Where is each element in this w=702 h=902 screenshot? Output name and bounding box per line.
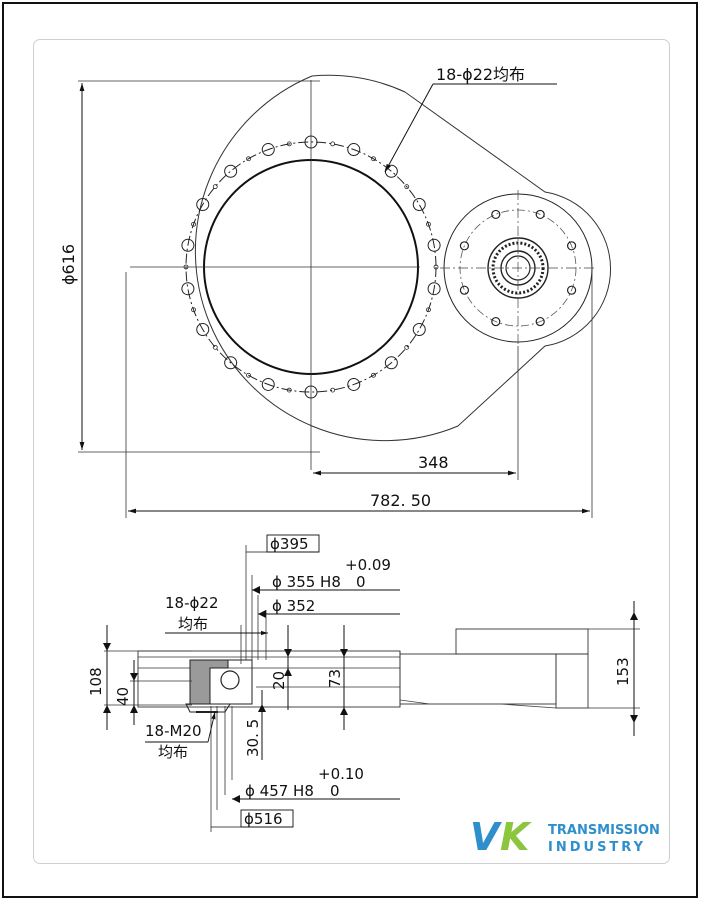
flange-holes	[459, 209, 577, 327]
diameter-616-label: ϕ616	[59, 244, 78, 285]
bolt-hole	[181, 282, 195, 296]
flange-hole	[491, 316, 501, 327]
h153-label: 153	[614, 657, 632, 686]
bolt-hole	[196, 198, 210, 211]
bolt-hole	[224, 356, 238, 370]
d352-label: ϕ 352	[272, 597, 315, 615]
bolt-holes	[181, 135, 441, 399]
flange-hole	[566, 285, 577, 295]
flange-hole	[491, 209, 501, 220]
logo-line2: INDUSTRY	[548, 840, 646, 855]
bolt-hole	[347, 143, 361, 157]
tapped-hole	[426, 307, 431, 313]
h20-label: 20	[270, 671, 288, 690]
tapped-hole	[246, 372, 251, 378]
dim-348-label: 348	[418, 453, 449, 472]
tapped-hole	[286, 387, 292, 393]
bolt-hole	[261, 377, 275, 391]
d355-tol-upper: +0.09	[345, 556, 391, 574]
tapped-hole	[191, 221, 196, 227]
d457-label: ϕ 457 H8	[245, 782, 314, 800]
flange-hole	[566, 241, 577, 251]
bolt-hole	[347, 377, 361, 391]
tapped-hole	[426, 221, 431, 227]
bolt-hole	[181, 238, 195, 252]
flange-hole	[459, 241, 470, 251]
hole-callout-side-1: 18-ϕ22	[165, 594, 218, 612]
h30-5-label: 30. 5	[244, 719, 262, 757]
d395-label: ϕ395	[270, 535, 309, 553]
tapped-hole	[404, 184, 410, 190]
tapped-hole	[286, 141, 292, 147]
flange-hole	[535, 316, 545, 327]
flange-hole	[535, 209, 545, 220]
h108-label: 108	[87, 667, 105, 696]
side-view: 153 ϕ395 ϕ 355 H8 +0.09 0 ϕ 352 18-ϕ22 均…	[87, 534, 640, 832]
tapped-hole	[191, 307, 196, 313]
d355-tol-lower: 0	[356, 573, 366, 591]
bolt-hole	[224, 164, 238, 178]
bolt-hole	[412, 323, 426, 336]
h40-label: 40	[114, 687, 132, 706]
tapped-hole	[371, 372, 376, 378]
tapped-hole	[212, 344, 218, 350]
tap-callout-1: 18-M20	[145, 722, 202, 740]
bolt-hole	[412, 198, 426, 211]
bolt-hole	[384, 356, 398, 370]
section-hatch	[189, 659, 229, 705]
tapped-hole	[404, 344, 410, 350]
tapped-hole	[212, 184, 218, 190]
housing-outline	[194, 74, 612, 442]
tap-callout-2: 均布	[158, 743, 188, 761]
tapped-hole	[330, 387, 336, 393]
logo-v-mark: V	[470, 815, 502, 859]
logo-line1: TRANSMISSION	[548, 823, 660, 838]
bolt-hole	[261, 143, 275, 157]
company-logo: V K TRANSMISSION INDUSTRY	[470, 815, 660, 859]
d457-tol-lower: 0	[330, 782, 340, 800]
tapped-hole	[433, 264, 439, 270]
h73-label: 73	[326, 669, 344, 688]
d516-label: ϕ516	[244, 810, 283, 828]
tapped-hole	[371, 156, 376, 162]
d355-label: ϕ 355 H8	[272, 573, 341, 591]
tapped-hole	[330, 141, 336, 147]
ball-bearing	[220, 670, 240, 690]
hole-callout-top: 18-ϕ22均布	[436, 65, 525, 84]
hole-callout-side-2: 均布	[178, 615, 208, 633]
tapped-hole	[246, 156, 251, 162]
dim-total-label: 782. 50	[370, 491, 431, 510]
drawing-panel	[33, 39, 670, 864]
bolt-hole	[427, 282, 441, 296]
top-view: 18-ϕ22均布 ϕ616 348 782. 50	[59, 65, 612, 518]
flange-hole	[459, 285, 470, 295]
bolt-hole	[427, 238, 441, 252]
bolt-hole	[196, 323, 210, 336]
logo-k-mark: K	[500, 815, 532, 859]
d457-tol-upper: +0.10	[318, 765, 364, 783]
